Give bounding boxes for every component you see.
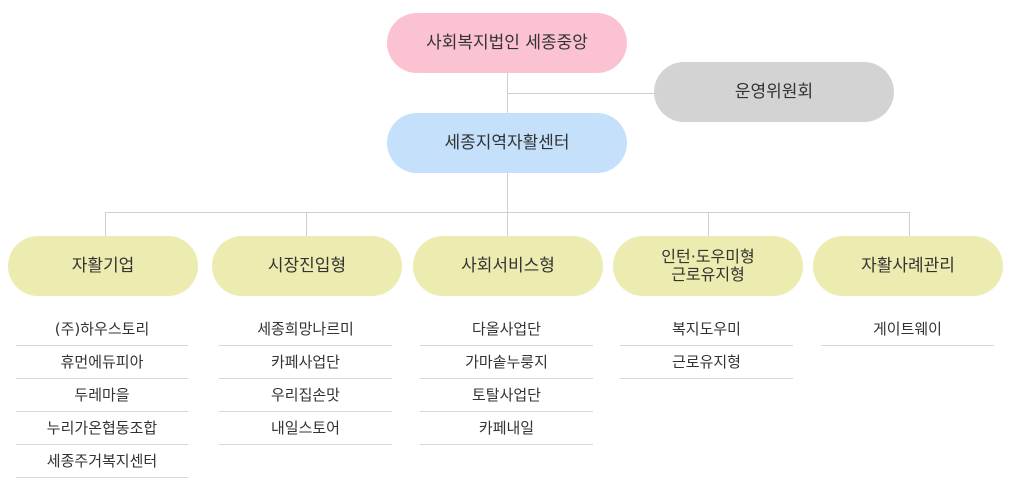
connector-drop-5 (909, 212, 910, 237)
category-node-2: 시장진입형 (212, 236, 402, 296)
connector-drop-4 (708, 212, 709, 237)
category-node-3: 사회서비스형 (413, 236, 603, 296)
list-item: 근로유지형 (620, 346, 793, 379)
list-item: 우리집손맛 (219, 379, 392, 412)
category-4-list: 복지도우미 근로유지형 (620, 313, 793, 379)
connector-center-down (507, 172, 508, 213)
center-node: 세종지역자활센터 (387, 113, 627, 173)
committee-node: 운영위원회 (654, 62, 894, 122)
list-item: 게이트웨이 (821, 313, 994, 346)
list-item: 세종주거복지센터 (16, 445, 188, 478)
list-item: 다올사업단 (420, 313, 593, 346)
category-3-list: 다올사업단 가마솥누룽지 토탈사업단 카페내일 (420, 313, 593, 445)
list-item: 내일스토어 (219, 412, 392, 445)
list-item: 휴먼에듀피아 (16, 346, 188, 379)
connector-drop-3 (507, 212, 508, 237)
category-4-label-line2: 근로유지형 (671, 265, 745, 284)
list-item: 가마솥누룽지 (420, 346, 593, 379)
connector-drop-2 (306, 212, 307, 237)
connector-drop-1 (105, 212, 106, 237)
category-node-5: 자활사례관리 (813, 236, 1003, 296)
category-2-list: 세종희망나르미 카페사업단 우리집손맛 내일스토어 (219, 313, 392, 445)
list-item: 세종희망나르미 (219, 313, 392, 346)
list-item: 카페내일 (420, 412, 593, 445)
connector-committee (507, 93, 655, 94)
list-item: 누리가온협동조합 (16, 412, 188, 445)
org-top-node: 사회복지법인 세종중앙 (387, 13, 627, 73)
list-item: (주)하우스토리 (16, 313, 188, 346)
category-node-4: 인턴·도우미형 근로유지형 (613, 236, 803, 296)
category-4-label-line1: 인턴·도우미형 (661, 247, 755, 267)
category-node-1: 자활기업 (8, 236, 198, 296)
list-item: 카페사업단 (219, 346, 392, 379)
list-item: 복지도우미 (620, 313, 793, 346)
list-item: 토탈사업단 (420, 379, 593, 412)
list-item: 두레마을 (16, 379, 188, 412)
category-1-list: (주)하우스토리 휴먼에듀피아 두레마을 누리가온협동조합 세종주거복지센터 (16, 313, 188, 478)
category-5-list: 게이트웨이 (821, 313, 994, 346)
